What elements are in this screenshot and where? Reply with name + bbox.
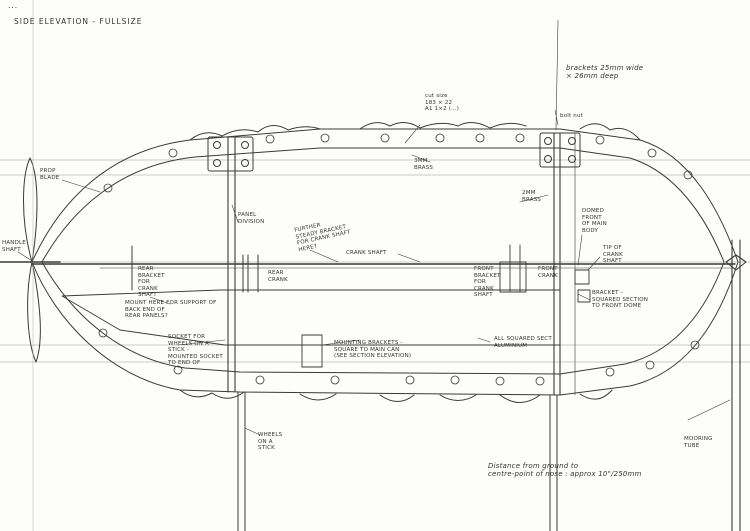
drawing-title: ... xyxy=(8,1,19,10)
front-crank-assembly xyxy=(499,244,591,303)
label-brackets: brackets 25mm wide × 26mm deep xyxy=(566,64,644,80)
label-square-section: ALL SQUARED SECT ALUMINIUM xyxy=(494,336,552,349)
leader-lines xyxy=(17,19,731,436)
top-scallop-edge xyxy=(189,122,641,141)
label-rear-bracket: REAR BRACKET FOR CRANK SHAFT xyxy=(138,266,165,298)
label-cut-size: cut size 183 × 22 A1 1×2 (…) xyxy=(425,93,460,112)
rear-bracket-plate xyxy=(207,136,254,172)
label-tip-of-crank: TIP OF CRANK SHAFT xyxy=(603,245,623,264)
label-wheels-on-stick: WHEELS ON A STICK xyxy=(258,432,283,451)
bottom-scallop-edge xyxy=(179,389,613,403)
label-front-bracket: FRONT BRACKET FOR CRANK SHAFT xyxy=(474,266,501,298)
label-socket-wheels: SOCKET FOR WHEELS ON A STICK - MOUNTED S… xyxy=(168,334,223,366)
front-vertical-rods xyxy=(553,132,576,396)
label-crank-shaft: CRANK SHAFT xyxy=(346,250,387,256)
label-mount-here: MOUNT HERE FOR SUPPORT OF BACK END OF RE… xyxy=(125,300,217,319)
label-handle-shaft: HANDLE SHAFT xyxy=(2,240,26,253)
label-distance-note: Distance from ground to centre-point of … xyxy=(488,462,642,478)
hull-inner-outline xyxy=(41,147,725,375)
mounting-bracket-box xyxy=(301,334,323,368)
label-rear-crank: REAR CRANK xyxy=(268,270,288,283)
rivets-bottom xyxy=(98,328,700,386)
label-brass-2mm: 2mm BRASS xyxy=(522,190,542,203)
label-bolt: bolt nut xyxy=(560,113,584,119)
rear-crank xyxy=(131,245,259,293)
rear-vertical-rods xyxy=(227,136,236,393)
rivets-top xyxy=(103,133,693,193)
label-bracket-squared: BRACKET - SQUARED SECTION TO FRONT DOME xyxy=(592,290,649,309)
label-prop-blade: PROP BLADE xyxy=(40,168,60,181)
mooring-tube xyxy=(725,239,747,531)
label-brass-3mm: 3mm BRASS xyxy=(414,158,434,171)
wheels-on-stick xyxy=(237,391,558,531)
label-mounting-brackets: MOUNTING BRACKETS - SQUARE TO MAIN CAN (… xyxy=(334,340,412,359)
label-front-crank: FRONT CRANK xyxy=(538,266,558,279)
propeller-blade xyxy=(0,0,61,531)
reference-lines xyxy=(0,159,750,363)
label-domed-front: DOMED FRONT OF MAIN BODY xyxy=(582,208,607,234)
label-panel-division: PANEL DIVISION xyxy=(238,212,265,225)
hull-outer-outline xyxy=(31,128,739,396)
label-mooring-tube: MOORING TUBE xyxy=(684,436,713,449)
drawing-subtitle: SIDE ELEVATION - FULLSIZE xyxy=(14,17,143,26)
